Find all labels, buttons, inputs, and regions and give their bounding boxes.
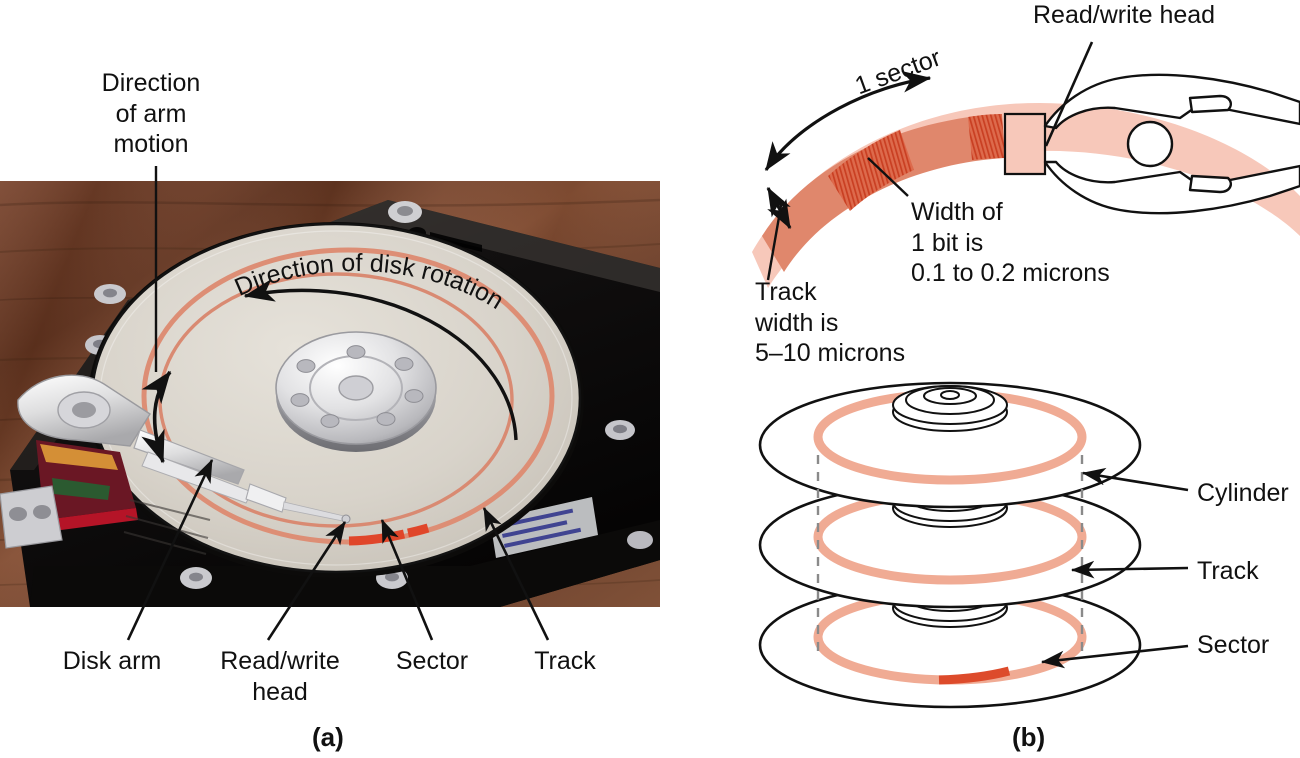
track-leader-b (1070, 560, 1189, 579)
label-track-a: Track (534, 647, 596, 675)
platter-sector-mark-2 (407, 523, 430, 538)
disk-rotation-arc-arrow (243, 278, 518, 441)
top-platter (758, 381, 1142, 509)
panel-b-tag: (b) (1012, 722, 1046, 752)
one-sector-arrow (764, 70, 932, 172)
head-footprint (1003, 112, 1047, 176)
panel-a-photograph (0, 181, 660, 607)
panel-b-diagram (752, 41, 1300, 709)
head-slider (245, 483, 287, 513)
flex-circuit (36, 440, 138, 532)
label-direction-of-arm-motion: Direction of arm motion (101, 69, 201, 158)
arm-motion-arrow (141, 370, 172, 464)
chassis-top-bevel (128, 200, 660, 318)
read-write-head-tip (341, 514, 351, 524)
track-width-arrow (766, 186, 792, 230)
bit-stripes-near-head (968, 114, 1005, 160)
drive-label-sticker (490, 497, 598, 558)
disk-arm-leader (126, 459, 214, 641)
spindle-hub (275, 331, 437, 452)
label-disk-arm: Disk arm (62, 647, 162, 675)
platter-sector-mark (348, 529, 406, 546)
label-read-write-head-a: Read/write head (220, 647, 340, 706)
label-sector-a: Sector (395, 647, 469, 675)
sector-leader-b (1040, 644, 1189, 669)
cylinder-leader (1081, 467, 1189, 492)
read-write-head-leader (266, 521, 347, 641)
voice-coil-bracket (0, 485, 63, 549)
label-track-b: Track (1197, 557, 1259, 585)
label-sector-b: Sector (1197, 631, 1270, 659)
platter-stack (758, 381, 1142, 709)
top-platter-hub (892, 385, 1008, 432)
track-leader (482, 507, 550, 641)
chassis-ribs (123, 499, 211, 555)
bit-width-leader (867, 157, 909, 197)
panel-a-tag: (a) (312, 722, 344, 752)
hub-screws (290, 345, 424, 428)
read-write-head-drawing (1043, 73, 1300, 215)
bottom-platter-sector (938, 666, 1011, 685)
label-bit-width: Width of 1 bit is 0.1 to 0.2 microns (911, 198, 1110, 287)
sector-leader (380, 519, 434, 641)
label-cylinder: Cylinder (1197, 479, 1289, 507)
read-write-head-leader-b (1044, 41, 1094, 147)
label-track-width: Track width is 5–10 microns (755, 278, 906, 367)
track-width-leader (766, 199, 784, 281)
track-band-mid (762, 114, 1004, 272)
label-read-write-head-b: Read/write head (1033, 1, 1216, 29)
